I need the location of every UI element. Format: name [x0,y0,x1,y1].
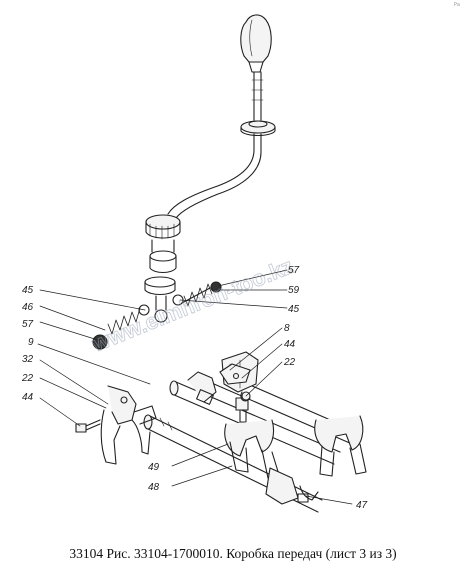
callout-44-left: 44 [22,392,34,403]
shift-knob [240,14,272,73]
callout-8: 8 [284,323,290,334]
lever-lower-assembly [144,214,181,323]
callout-48: 48 [148,482,160,493]
callout-46: 46 [22,302,34,313]
callout-49: 49 [148,462,160,473]
fork-rear-right [314,415,367,477]
leader-lines [37,269,353,505]
interlock-8 [219,363,251,385]
callout-47: 47 [356,500,368,511]
shift-rod-lower [143,414,323,513]
callout-59: 59 [288,285,300,296]
shift-rail-right [213,351,359,479]
bolt-left [75,419,101,433]
callout-45-right: 45 [288,304,300,315]
callout-57-left: 57 [22,319,34,330]
callout-22-right: 22 [283,357,296,368]
callout-9: 9 [28,337,34,348]
figure-caption: 33104 Рис. 33104-1700010. Коробка переда… [69,546,397,561]
fork-left [100,385,157,465]
callout-45-left: 45 [22,285,34,296]
detent-spring-left [92,304,150,350]
corner-mark: Ра [453,2,460,8]
callout-44-right: 44 [284,339,296,350]
callouts: 45 46 57 9 32 22 44 57 59 45 8 44 22 49 … [21,265,368,511]
shift-lever-rod [167,71,276,219]
callout-22-left: 22 [21,373,34,384]
shift-rod-upper [169,371,341,465]
callout-57-right: 57 [288,265,300,276]
callout-32: 32 [22,354,34,365]
